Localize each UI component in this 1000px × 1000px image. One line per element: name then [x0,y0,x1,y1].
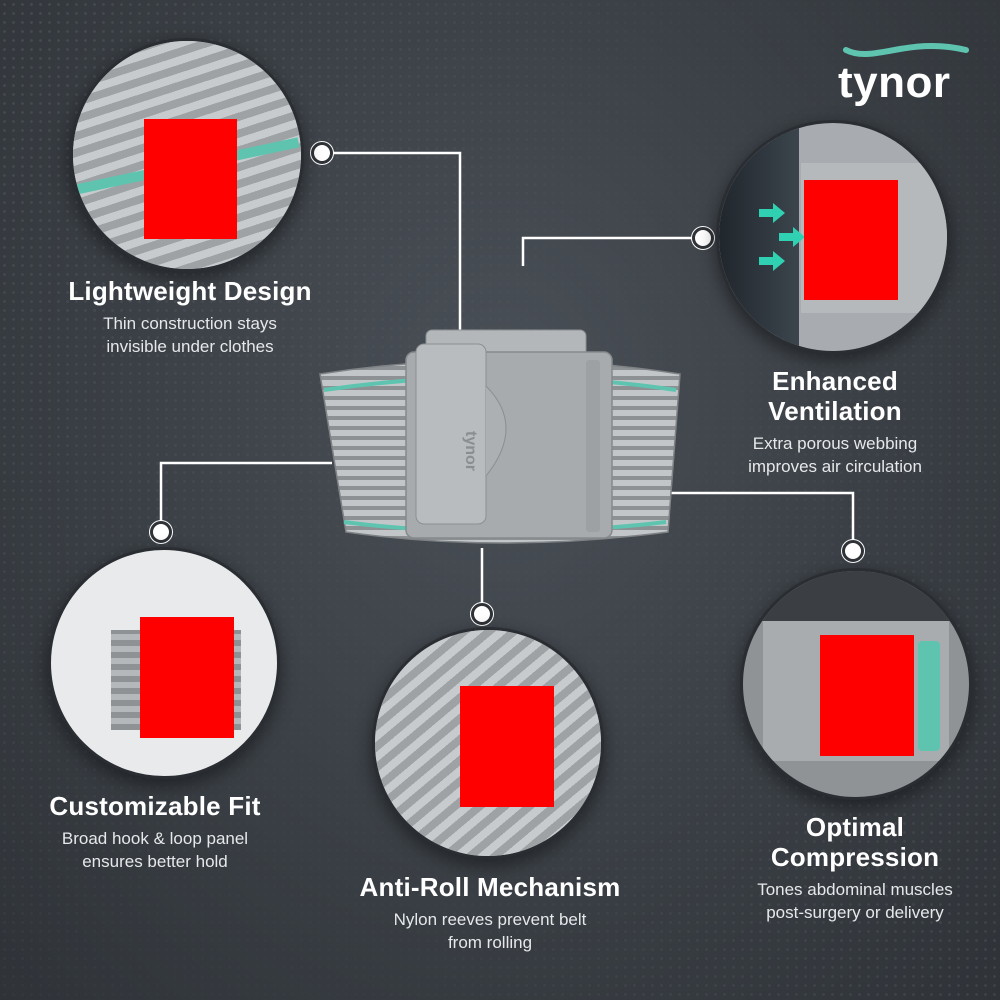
image-placeholder [820,635,914,756]
belt-logo-text: tynor [462,431,479,471]
feature-customizable-fit: Customizable Fit Broad hook & loop panel… [10,791,300,873]
connector-dot-customizable [150,521,172,543]
feature-description: Thin construction stays invisible under … [103,314,277,356]
feature-image-anti-roll [372,627,604,859]
feature-lightweight-design: Lightweight Design Thin construction sta… [40,276,340,358]
image-placeholder [140,617,234,738]
feature-description: Extra porous webbing improves air circul… [748,434,922,476]
feature-title: Lightweight Design [68,276,312,306]
feature-title: Anti-Roll Mechanism [359,872,621,902]
image-placeholder [804,180,898,300]
feature-title: Optimal Compression [770,812,940,872]
feature-optimal-compression: Optimal Compression Tones abdominal musc… [710,812,1000,924]
connector-dot-ventilation [692,227,714,249]
feature-enhanced-ventilation: Enhanced Ventilation Extra porous webbin… [690,366,980,478]
feature-description: Tones abdominal muscles post-surgery or … [757,880,953,922]
feature-description: Broad hook & loop panel ensures better h… [61,829,249,871]
abdominal-belt-image: tynor [319,329,681,544]
feature-image-compression [740,568,972,800]
feature-title: Customizable Fit [49,791,261,821]
feature-title: Enhanced Ventilation [768,366,902,426]
feature-image-customizable-fit [48,547,280,779]
connector-dot-lightweight [311,142,333,164]
feature-image-ventilation [716,120,950,354]
connector-dot-anti-roll [471,603,493,625]
logo-text: tynor [838,58,951,107]
airflow-arrows-icon [759,203,805,271]
image-placeholder [144,119,237,239]
feature-image-lightweight [70,38,304,272]
image-placeholder [460,686,554,807]
brand-logo: tynor [838,40,973,110]
feature-description: Nylon reeves prevent belt from rolling [393,910,587,952]
connector-dot-compression [842,540,864,562]
feature-anti-roll-mechanism: Anti-Roll Mechanism Nylon reeves prevent… [330,872,650,954]
logo-wave-icon [843,43,969,57]
